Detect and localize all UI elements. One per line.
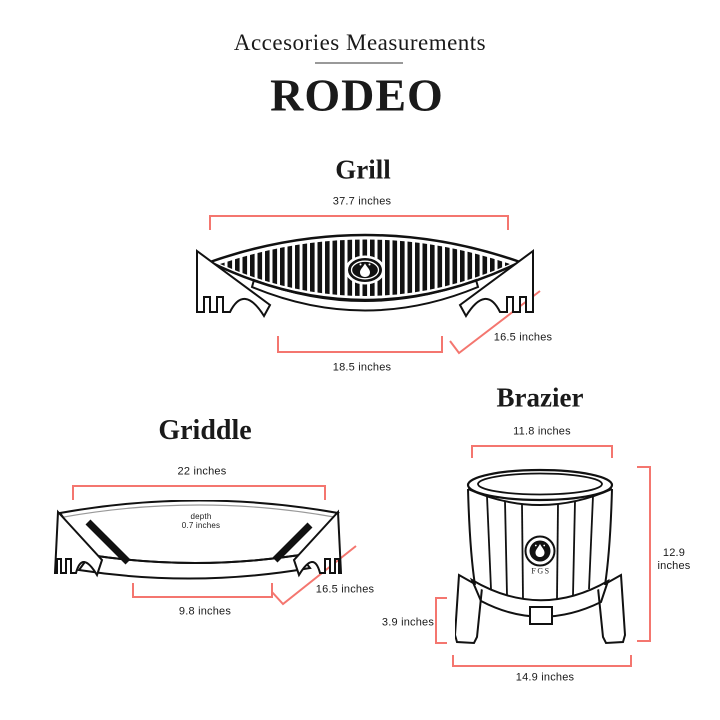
brazier-center-foot: [529, 606, 553, 625]
brazier-height-dim: [637, 466, 651, 642]
griddle-left-leg: [54, 511, 103, 576]
brazier-height-label-line2: inches: [657, 560, 691, 572]
page-title: RODEO: [270, 69, 444, 121]
griddle-left-rail: [85, 519, 131, 565]
griddle-front-label: 9.8 inches: [178, 605, 232, 618]
griddle-right-rail: [272, 522, 313, 563]
brazier-logo-text: FGS: [531, 566, 551, 576]
griddle-depth-label: depth 0.7 inches: [182, 512, 220, 530]
page-subtitle: Accesories Measurements: [233, 30, 487, 55]
griddle-title: Griddle: [158, 415, 252, 446]
grill-title: Grill: [335, 154, 391, 185]
brazier-leg-dim: [435, 597, 447, 644]
brazier-top-dim: [471, 445, 613, 458]
grill-side-label: 16.5 inches: [493, 331, 553, 344]
flame-icon: [524, 535, 556, 567]
griddle-width-label: 22 inches: [177, 465, 227, 478]
griddle-drawing: [54, 500, 342, 580]
brazier-top-label: 11.8 inches: [513, 425, 571, 438]
brazier-height-label-line1: 12.9: [662, 547, 686, 559]
grill-front-dim: [277, 336, 443, 353]
griddle-depth-label-line2: 0.7 inches: [181, 521, 221, 530]
grill-width-label: 37.7 inches: [332, 195, 392, 208]
griddle-front-dim: [132, 583, 273, 598]
grill-front-label: 18.5 inches: [332, 361, 392, 374]
brazier-base-label: 14.9 inches: [515, 671, 575, 684]
brazier-height-label: 12.9 inches: [658, 547, 691, 573]
header-divider: [315, 62, 403, 64]
brazier-title: Brazier: [496, 382, 584, 413]
grill-width-dim: [209, 215, 509, 230]
brazier-drawing: [455, 468, 627, 645]
griddle-depth-label-line1: depth: [190, 512, 212, 521]
grill-drawing: [196, 233, 534, 317]
brazier-base-dim: [452, 655, 632, 667]
griddle-right-leg: [293, 511, 342, 576]
griddle-width-dim: [72, 485, 326, 500]
griddle-side-label: 16.5 inches: [315, 583, 375, 596]
brazier-leg-label: 3.9 inches: [381, 616, 435, 629]
flame-icon: [345, 255, 385, 285]
